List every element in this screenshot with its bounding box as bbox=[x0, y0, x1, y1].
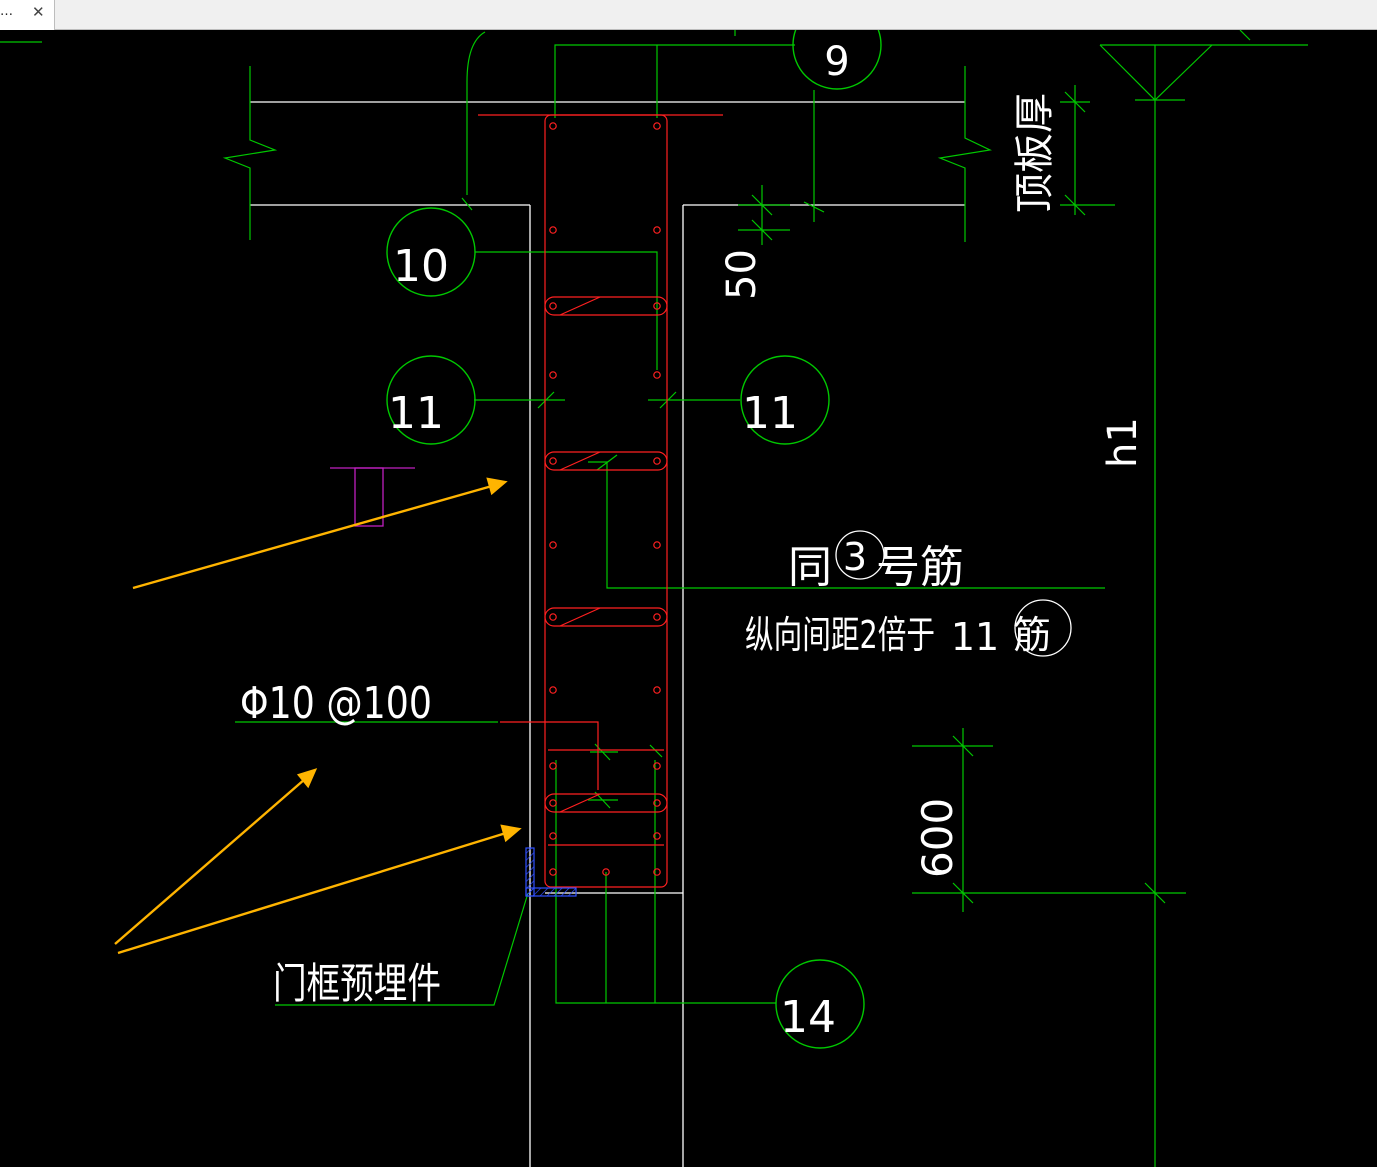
bubble-11-right bbox=[740, 355, 830, 445]
bubble-10-label: 10 bbox=[393, 241, 449, 292]
note-bubbles bbox=[835, 530, 1072, 657]
drawing-annotations: 顶板厚 50 h1 同 号筋 纵向间距2倍于 筋 Φ10 @100 600 门框… bbox=[240, 93, 1146, 1008]
annotation-arrows bbox=[114, 477, 522, 955]
bubble-14 bbox=[775, 959, 865, 1049]
bubble-11-right-label: 11 bbox=[742, 388, 798, 439]
top-slab-thickness-label: 顶板厚 bbox=[1012, 93, 1058, 213]
bubble-14-label: 14 bbox=[780, 992, 836, 1043]
bubble-11-note-label: 11 bbox=[951, 615, 999, 659]
rebar-dots bbox=[549, 122, 661, 876]
bubble-3 bbox=[835, 530, 885, 580]
spacing-note: 纵向间距2倍于 bbox=[745, 613, 935, 657]
drawing-tab[interactable]: … ✕ bbox=[0, 0, 55, 30]
stirrup-spec-label: Φ10 @100 bbox=[240, 678, 432, 729]
cad-drawing-canvas[interactable]: 9 10 11 11 14 3 11 顶板厚 50 h1 同 号筋 纵向间距2倍… bbox=[0, 30, 1377, 1167]
rebar-cage bbox=[478, 114, 723, 888]
spacing-note-suffix: 筋 bbox=[1013, 613, 1051, 657]
dim-50-label: 50 bbox=[719, 249, 765, 300]
dim-600-label: 600 bbox=[913, 798, 962, 878]
door-frame-embed-label: 门框预埋件 bbox=[273, 959, 441, 1008]
same-as-prefix: 同 bbox=[788, 542, 832, 593]
bubble-3-label: 3 bbox=[843, 535, 867, 579]
bubble-9-label: 9 bbox=[824, 39, 849, 85]
same-as-suffix: 号筋 bbox=[876, 542, 964, 593]
door-frame-embed-angle bbox=[525, 847, 577, 897]
bubble-11-note bbox=[1014, 599, 1072, 657]
tab-bar: … ✕ bbox=[0, 0, 1377, 30]
bubble-11-left bbox=[386, 355, 476, 445]
bubble-numbers: 9 10 11 11 14 3 11 bbox=[388, 39, 999, 1043]
tie-hooks bbox=[544, 296, 668, 813]
bubble-11-left-label: 11 bbox=[388, 388, 444, 439]
tab-title: … bbox=[0, 4, 13, 19]
dimension-lines bbox=[0, 30, 1308, 1167]
magenta-marker bbox=[330, 467, 415, 527]
callout-bubbles bbox=[386, 30, 882, 1049]
bubble-10 bbox=[386, 207, 476, 297]
close-icon[interactable]: ✕ bbox=[32, 3, 45, 21]
bubble-9 bbox=[792, 30, 882, 90]
h1-label: h1 bbox=[1100, 417, 1146, 468]
